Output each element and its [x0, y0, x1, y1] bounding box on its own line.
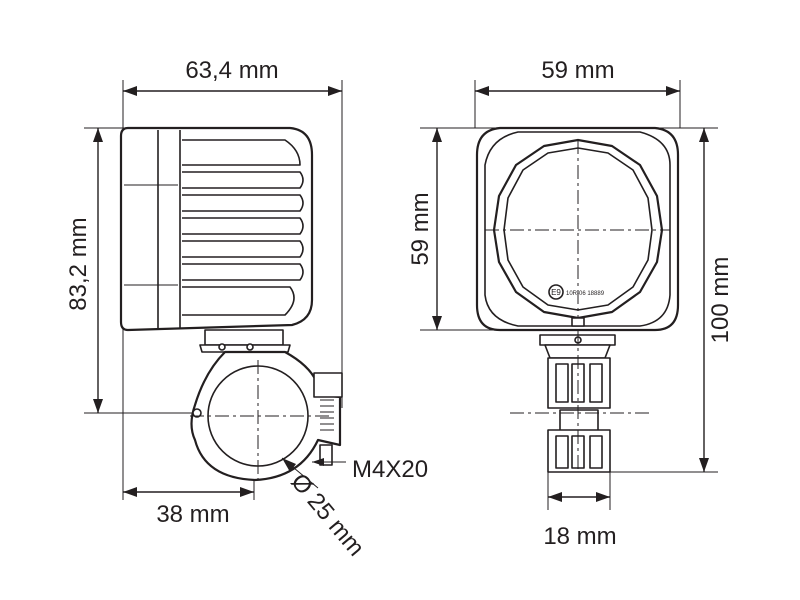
front-height-dimension: 59 mm [407, 128, 442, 330]
side-height-label: 83,2 mm [65, 217, 92, 310]
tube-clamp-side [190, 350, 343, 482]
e-mark-label: E9 [551, 288, 561, 297]
front-width-dimension: 59 mm [475, 57, 680, 96]
lamp-housing-side [119, 126, 314, 332]
bolt-callout: M4X20 [312, 456, 428, 483]
bracket-width-label: 18 mm [543, 523, 616, 550]
total-height-label: 100 mm [707, 257, 734, 344]
front-width-label: 59 mm [541, 57, 614, 84]
bracket-front [510, 330, 650, 473]
side-width-dimension: 63,4 mm [123, 57, 342, 96]
lamp-housing-front: E9 10R-06 18889 [475, 126, 680, 332]
front-height-label: 59 mm [407, 192, 434, 265]
clamp-offset-dimension: 38 mm [123, 487, 254, 528]
bolt-label: M4X20 [352, 456, 428, 483]
approval-text: 10R-06 18889 [566, 291, 605, 297]
front-view: 59 mm 59 mm 100 mm E9 10R-06 1 [407, 57, 734, 550]
total-height-dimension: 100 mm [699, 128, 734, 472]
mounting-base-side [199, 329, 291, 353]
e-mark-circle [548, 284, 564, 300]
bracket-width-dimension: 18 mm [543, 492, 617, 550]
side-height-dimension: 83,2 mm [65, 128, 103, 413]
side-width-label: 63,4 mm [185, 57, 278, 84]
clamp-offset-label: 38 mm [156, 501, 229, 528]
side-view: 63,4 mm 83,2 mm [65, 57, 428, 561]
